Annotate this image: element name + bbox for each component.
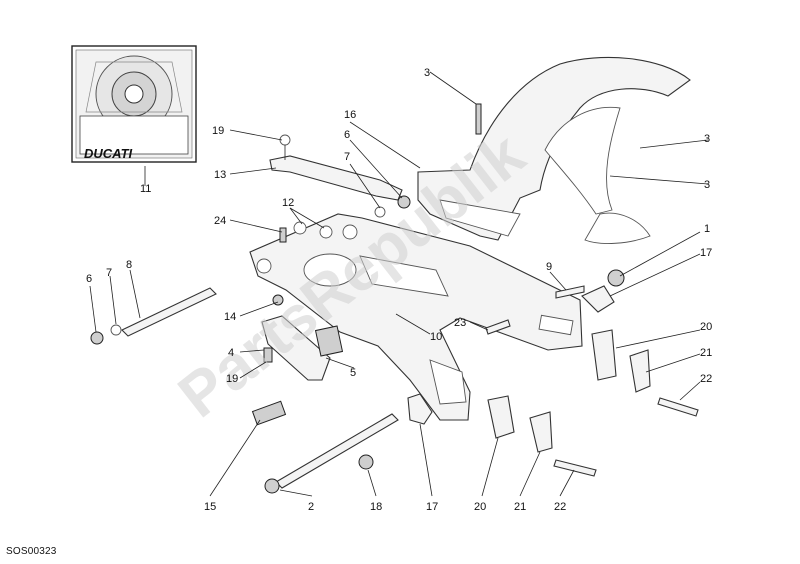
callout-23: 23: [454, 317, 466, 329]
callout-13: 13: [214, 169, 226, 181]
callout-12: 12: [282, 197, 294, 209]
callout-18: 18: [370, 501, 382, 513]
callout-17b: 17: [426, 501, 438, 513]
axle-shaft-2: [264, 413, 399, 494]
callout-14: 14: [224, 311, 236, 323]
callout-22a: 22: [700, 373, 712, 385]
callout-21b: 21: [514, 501, 526, 513]
callout-19a: 19: [212, 125, 224, 137]
callout-6b: 6: [344, 129, 350, 141]
callout-11: 11: [140, 183, 151, 195]
callout-10: 10: [430, 331, 442, 343]
callout-2: 2: [308, 501, 314, 513]
callout-16: 16: [344, 109, 356, 121]
callout-20b: 20: [474, 501, 486, 513]
callout-9: 9: [546, 261, 552, 273]
callout-15: 15: [204, 501, 216, 513]
callout-3a: 3: [424, 67, 430, 79]
swingarm: [249, 213, 583, 421]
callout-labels: 1 2 3 3 3 4 5 6 6 7 7 8 9 10 12 13 14 15…: [86, 67, 712, 513]
callout-1: 1: [704, 223, 710, 235]
drawing-code: SOS00323: [6, 546, 57, 557]
tensioner-link: [269, 134, 403, 201]
chain-slider: [261, 315, 344, 381]
callout-21a: 21: [700, 347, 712, 359]
small-parts: [251, 103, 699, 477]
callout-3c: 3: [704, 179, 710, 191]
callout-22b: 22: [554, 501, 566, 513]
callout-17a: 17: [700, 247, 712, 259]
callout-24: 24: [214, 215, 226, 227]
callout-3b: 3: [704, 133, 710, 145]
pivot-shaft-8: [90, 287, 217, 345]
inset-sprocket-cover: DUCATI: [71, 45, 197, 163]
callout-7b: 7: [344, 151, 350, 163]
callout-8: 8: [126, 259, 132, 271]
callout-7a: 7: [106, 267, 112, 279]
callout-20a: 20: [700, 321, 712, 333]
inset-brand-text: DUCATI: [84, 146, 133, 161]
callout-19b: 19: [226, 373, 238, 385]
callout-5: 5: [350, 367, 356, 379]
callout-4: 4: [228, 347, 234, 359]
callout-6a: 6: [86, 273, 92, 285]
leader-lines: [89, 71, 709, 497]
rear-mudguard: [417, 56, 691, 244]
